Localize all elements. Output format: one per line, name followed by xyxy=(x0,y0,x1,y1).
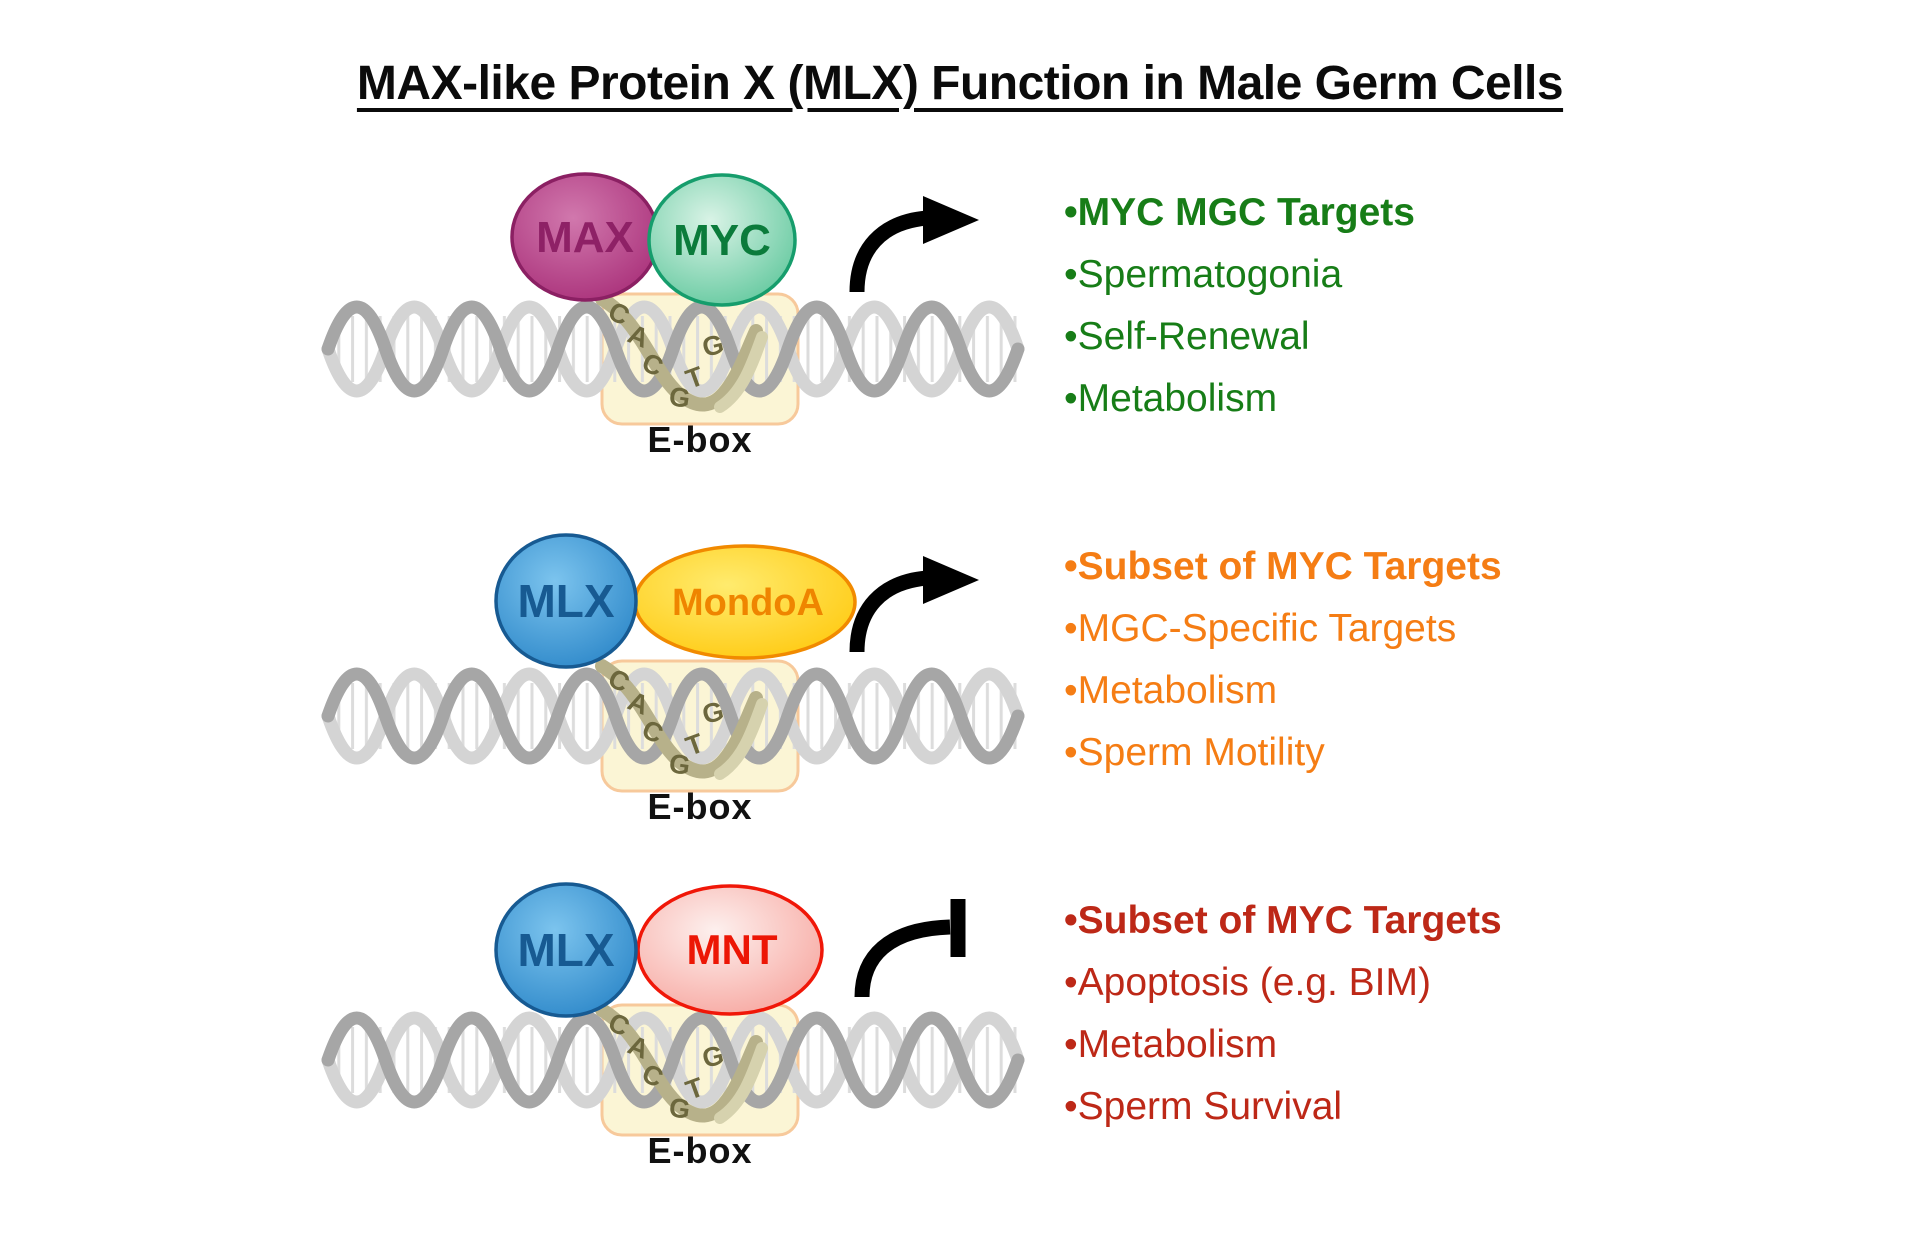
e-box-strand-tinted xyxy=(595,659,763,779)
list-item: •Self-Renewal xyxy=(1064,315,1310,358)
target-list-mondoa: •Subset of MYC Targets •MGC-Specific Tar… xyxy=(1064,536,1502,784)
complex-section-mlx-mnt: C A C G T G E-box MNT MLX •Subset o xyxy=(0,840,1920,1185)
sequence-letter: G xyxy=(667,381,692,414)
dna-strand-dark xyxy=(321,667,1025,765)
myc-label: MYC xyxy=(673,216,771,265)
list-item: •Sperm Motility xyxy=(1064,731,1325,774)
list-item: •Sperm Survival xyxy=(1064,1085,1343,1128)
mlx-protein: MLX xyxy=(494,533,638,669)
e-box-strand-tinted-light xyxy=(714,698,768,780)
dna-group: C A C G T G E-box xyxy=(321,659,1025,827)
list-item: •Apoptosis (e.g. BIM) xyxy=(1064,961,1431,1004)
myc-ellipse xyxy=(647,173,797,307)
list-item: •MGC-Specific Targets xyxy=(1064,607,1457,650)
target-list-myc: •MYC MGC Targets •Spermatogonia •Self-Re… xyxy=(1064,182,1415,430)
activation-arrow xyxy=(849,196,979,293)
sequence-letter: G xyxy=(667,748,692,781)
complex-section-mlx-mondoa: C A C G T G E-box MondoA MLX •Subse xyxy=(0,495,1920,840)
mondoa-protein: MondoA xyxy=(633,544,857,660)
mlx-mondoa-diagram: C A C G T G E-box MondoA MLX xyxy=(321,533,1025,827)
list-item: •Metabolism xyxy=(1064,377,1278,420)
dna-group: C A C G T G E-box xyxy=(321,1003,1025,1171)
inhibition-arrow xyxy=(854,899,966,998)
list-item: •MYC MGC Targets xyxy=(1064,191,1415,234)
myc-protein: MYC xyxy=(647,173,797,307)
mlx-mnt-diagram: C A C G T G E-box MNT MLX xyxy=(321,882,1025,1171)
e-box-label: E-box xyxy=(647,1130,752,1171)
list-item: •Subset of MYC Targets xyxy=(1064,899,1502,942)
dna-group: C A C G T G E-box xyxy=(321,292,1025,460)
mlx-ellipse xyxy=(494,533,638,669)
e-box-label: E-box xyxy=(647,786,752,827)
mnt-label: MNT xyxy=(687,926,778,973)
mlx-ellipse xyxy=(494,882,638,1018)
max-label: MAX xyxy=(536,213,634,262)
e-box-strand-tinted-light xyxy=(714,1042,768,1124)
mlx-label: MLX xyxy=(517,924,614,976)
max-myc-diagram: C A C G T G E-box MAX MYC xyxy=(321,172,1025,460)
mnt-ellipse xyxy=(636,884,824,1016)
mlx-protein: MLX xyxy=(494,882,638,1018)
list-item: •Metabolism xyxy=(1064,1023,1278,1066)
e-box-strand-tinted xyxy=(595,292,763,412)
e-box-strand-tinted xyxy=(595,1003,763,1123)
e-box-label: E-box xyxy=(647,419,752,460)
mlx-label: MLX xyxy=(517,575,614,627)
target-list-mnt: •Subset of MYC Targets •Apoptosis (e.g. … xyxy=(1064,890,1502,1138)
mnt-protein: MNT xyxy=(636,884,824,1016)
dna-strand-dark xyxy=(321,300,1025,398)
sequence-letter: G xyxy=(667,1092,692,1125)
list-item: •Metabolism xyxy=(1064,669,1278,712)
list-item: •Spermatogonia xyxy=(1064,253,1343,296)
e-box-strand-tinted-light xyxy=(714,331,768,413)
list-item: •Subset of MYC Targets xyxy=(1064,545,1502,588)
complex-section-max-myc: C A C G T G E-box MAX MYC •MYC MGC xyxy=(0,140,1920,485)
max-protein: MAX xyxy=(510,172,660,302)
activation-arrow xyxy=(849,556,979,653)
mondoa-label: MondoA xyxy=(672,582,824,624)
dna-strand-dark xyxy=(321,1011,1025,1109)
page-title: MAX-like Protein X (MLX) Function in Mal… xyxy=(356,57,1564,110)
